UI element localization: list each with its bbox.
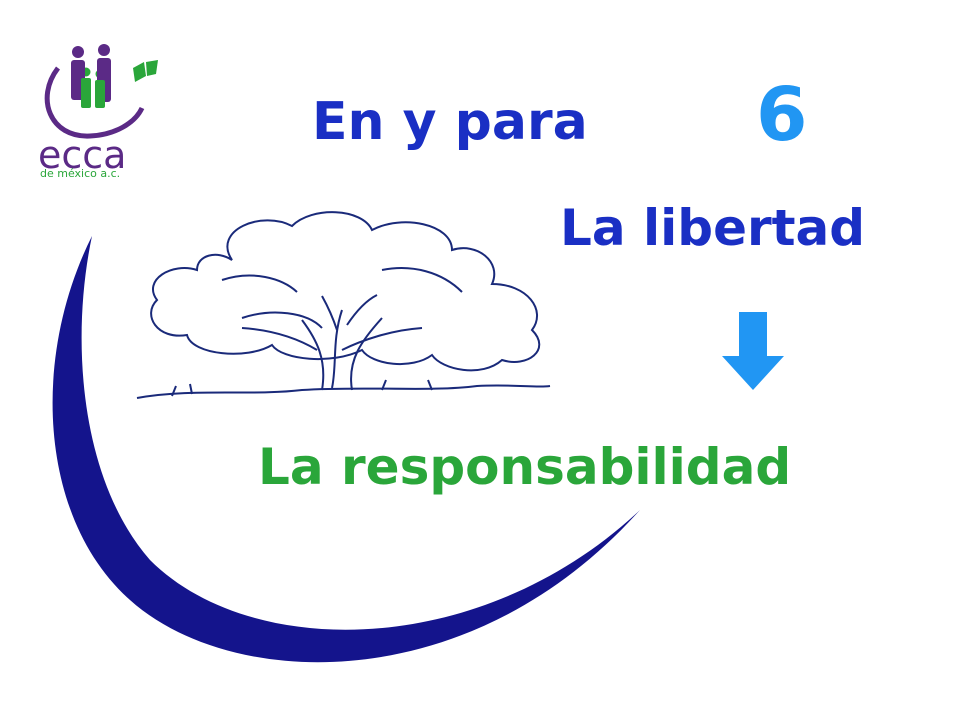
arrow-down-icon bbox=[722, 312, 784, 390]
slide-subheading: La libertad bbox=[560, 199, 866, 257]
logo-name: ecca bbox=[38, 133, 127, 177]
slide-conclusion: La responsabilidad bbox=[258, 438, 792, 496]
slide-heading: En y para bbox=[312, 92, 588, 152]
tree-illustration-icon bbox=[136, 211, 551, 399]
family-book-logo-icon bbox=[44, 44, 158, 139]
ecca-logo bbox=[30, 38, 180, 188]
logo-subtitle: de méxico a.c. bbox=[40, 167, 121, 180]
slide-number: 6 bbox=[756, 72, 808, 158]
